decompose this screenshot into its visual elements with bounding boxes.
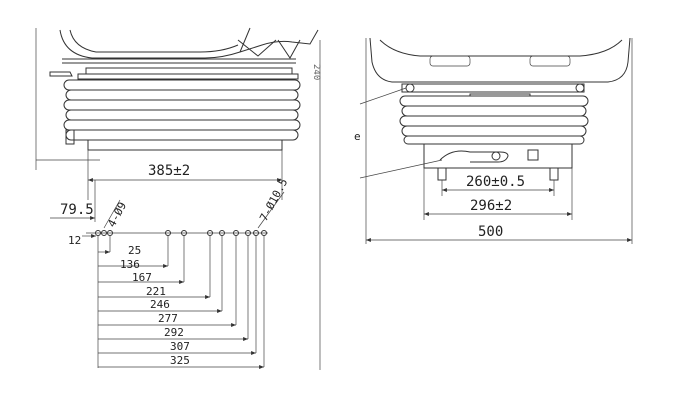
stack-dim-277: 277 — [158, 312, 178, 325]
stack-dim-246: 246 — [150, 298, 170, 311]
stack-dim-292: 292 — [164, 326, 184, 339]
right-indicator — [527, 149, 539, 161]
stacked-dimensions: 25 136 167 221 246 277 292 307 3 — [97, 236, 265, 369]
right-base-box — [423, 143, 573, 169]
dim-12-label: 12 — [68, 234, 81, 247]
seat-cushion — [49, 27, 319, 77]
right-leader-top — [359, 87, 407, 105]
dim-79-5-label: 79.5 — [60, 202, 94, 218]
dim-500-label: 500 — [478, 224, 503, 240]
right-bolt-right — [575, 83, 585, 93]
base-frame — [87, 139, 283, 151]
dimension-385: 385±2 — [87, 150, 283, 200]
stack-dim-25: 25 — [128, 244, 141, 257]
seat-mid-plate — [77, 73, 299, 80]
dim-385-label: 385±2 — [148, 163, 190, 179]
bellows — [63, 79, 301, 141]
right-leader-bottom — [359, 159, 443, 179]
leader-7-holes — [257, 191, 285, 229]
leader-4-holes — [103, 199, 121, 229]
seat-top-plate — [85, 67, 293, 75]
right-bolt-left — [405, 83, 415, 93]
right-seat-cushion — [369, 37, 631, 83]
left-side-view: 385±2 79.5 4-Ø9 7-Ø10.5 — [35, 27, 321, 370]
right-bellows — [399, 95, 589, 145]
right-foot-left — [437, 167, 447, 181]
stack-dim-325: 325 — [170, 354, 190, 367]
dim-260-label: 260±0.5 — [466, 174, 525, 190]
label-4-holes: 4-Ø9 — [105, 200, 129, 230]
right-lever-knob — [491, 151, 501, 161]
stack-dim-307: 307 — [170, 340, 190, 353]
hole-row — [86, 230, 268, 236]
stack-dim-167: 167 — [132, 271, 152, 284]
stack-dim-136: 136 — [120, 258, 140, 271]
side-knob — [65, 129, 75, 145]
right-foot-right — [549, 167, 559, 181]
right-side-mark: e — [354, 130, 361, 143]
label-7-holes: 7-Ø10.5 — [257, 176, 290, 223]
vertical-mark: 240 — [311, 64, 321, 80]
right-front-view: e 260±0.5 296±2 500 — [354, 37, 633, 244]
stack-dim-221: 221 — [146, 285, 166, 298]
dimension-79-5: 79.5 — [50, 180, 96, 222]
right-top-plate — [401, 83, 585, 93]
right-lever — [439, 150, 509, 163]
dim-296-label: 296±2 — [470, 198, 512, 214]
